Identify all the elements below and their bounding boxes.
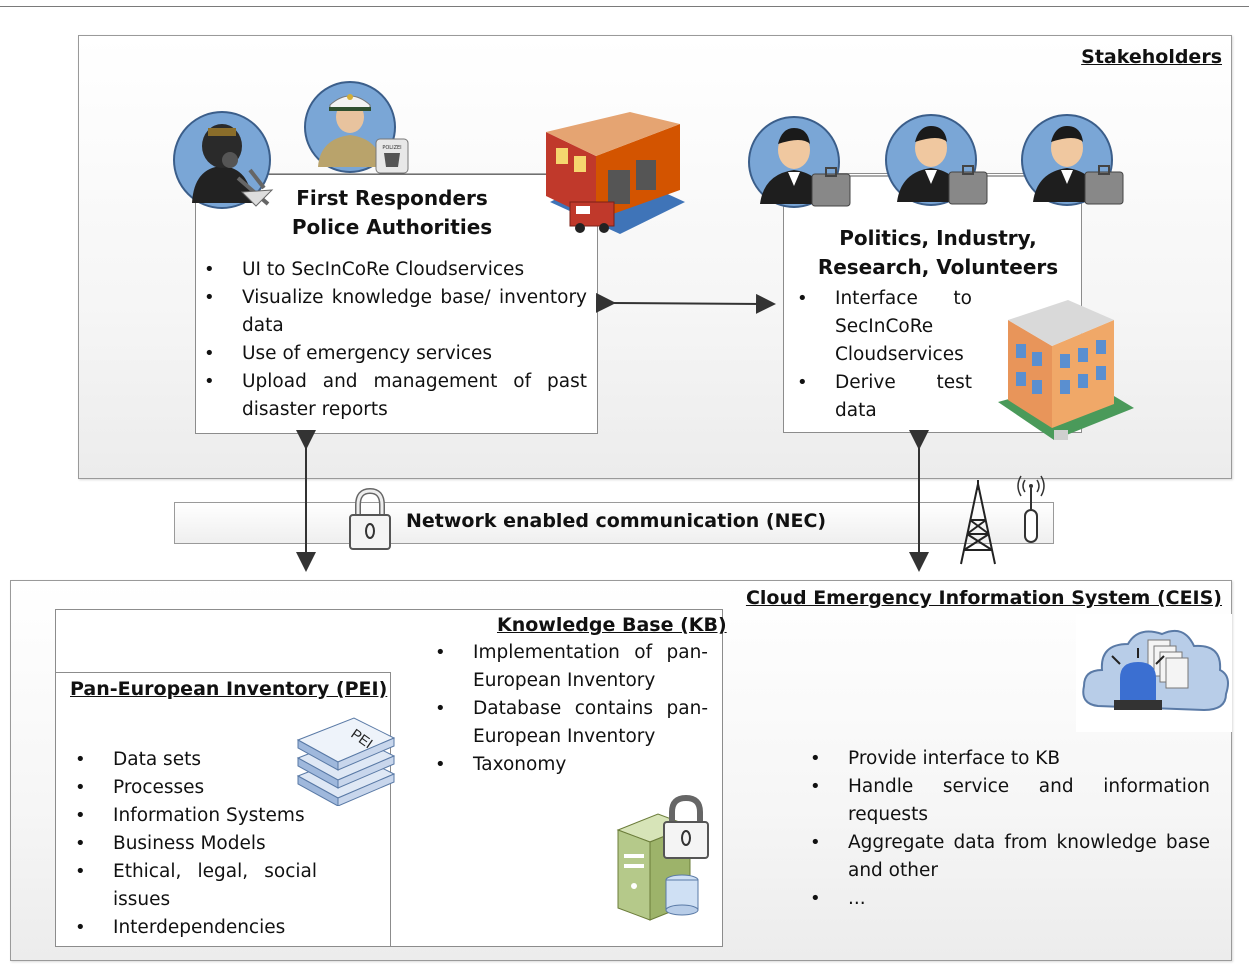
police-badge-text: POLIZEI: [382, 145, 401, 151]
first-responders-list: UI to SecInCoRe Cloudservices Visualize …: [196, 256, 587, 424]
politics-title-line2: Research, Volunteers: [817, 255, 1059, 279]
ceis-list: Provide interface to KB Handle service a…: [802, 745, 1210, 913]
list-item: Implementation of pan-European Inventory: [427, 639, 708, 695]
list-item: Interdependencies: [67, 914, 317, 942]
list-item: Ethical, legal, social issues: [67, 858, 317, 914]
transmission-tower-icon: [957, 480, 999, 572]
list-item: Interface to SecInCoRe Cloudservices: [789, 285, 972, 369]
pei-heading: Pan-European Inventory (PEI): [70, 678, 388, 700]
list-item: Upload and management of past disaster r…: [196, 368, 587, 424]
list-item: Information Systems: [67, 802, 317, 830]
list-item: Business Models: [67, 830, 317, 858]
nec-label: Network enabled communication (NEC): [406, 510, 827, 532]
list-item: Visualize knowledge base/ inventory data: [196, 284, 587, 340]
cloud-alarm-icon: [1076, 614, 1232, 736]
first-responders-title: First Responders Police Authorities: [252, 184, 532, 242]
first-responders-title-line1: First Responders: [296, 186, 488, 210]
list-item: Data sets: [67, 746, 317, 774]
fire-station-icon: [540, 112, 688, 242]
list-item: Provide interface to KB: [802, 745, 1210, 773]
list-item: Processes: [67, 774, 317, 802]
nec-bar: [174, 502, 1054, 544]
radio-antenna-icon: [1016, 474, 1046, 550]
secure-server-icon: [614, 792, 716, 928]
list-item: UI to SecInCoRe Cloudservices: [196, 256, 587, 284]
knowledge-base-list: Implementation of pan-European Inventory…: [427, 639, 708, 779]
ceis-heading: Cloud Emergency Information System (CEIS…: [745, 587, 1222, 609]
first-responders-title-line2: Police Authorities: [291, 215, 493, 239]
list-item: Database contains pan-European Inventory: [427, 695, 708, 751]
business-person-avatar-icon: [1019, 112, 1129, 216]
politics-list: Interface to SecInCoRe Cloudservices Der…: [789, 285, 972, 425]
lock-icon: [346, 487, 394, 557]
knowledge-base-heading: Knowledge Base (KB): [497, 614, 727, 636]
top-divider: [0, 6, 1249, 7]
list-item: Use of emergency services: [196, 340, 587, 368]
stakeholders-link-arrow: [595, 292, 776, 314]
business-person-avatar-icon: [746, 114, 856, 218]
politics-title: Politics, Industry, Research, Volunteers: [800, 224, 1076, 282]
business-person-avatar-icon: [883, 112, 993, 216]
list-item: ...: [802, 885, 1210, 913]
pei-book-stack-icon: PEI: [294, 712, 398, 810]
list-item: Handle service and information requests: [802, 773, 1210, 829]
list-item: Taxonomy: [427, 751, 708, 779]
list-item: Derive test data: [789, 369, 972, 425]
firefighter-avatar-icon: [172, 108, 284, 217]
stakeholders-heading: Stakeholders: [1081, 46, 1222, 68]
police-avatar-icon: POLIZEI: [302, 79, 414, 183]
politics-title-line1: Politics, Industry,: [839, 226, 1037, 250]
list-item: Aggregate data from knowledge base and o…: [802, 829, 1210, 885]
office-building-icon: [994, 300, 1139, 452]
pei-list: Data sets Processes Information Systems …: [67, 746, 317, 942]
